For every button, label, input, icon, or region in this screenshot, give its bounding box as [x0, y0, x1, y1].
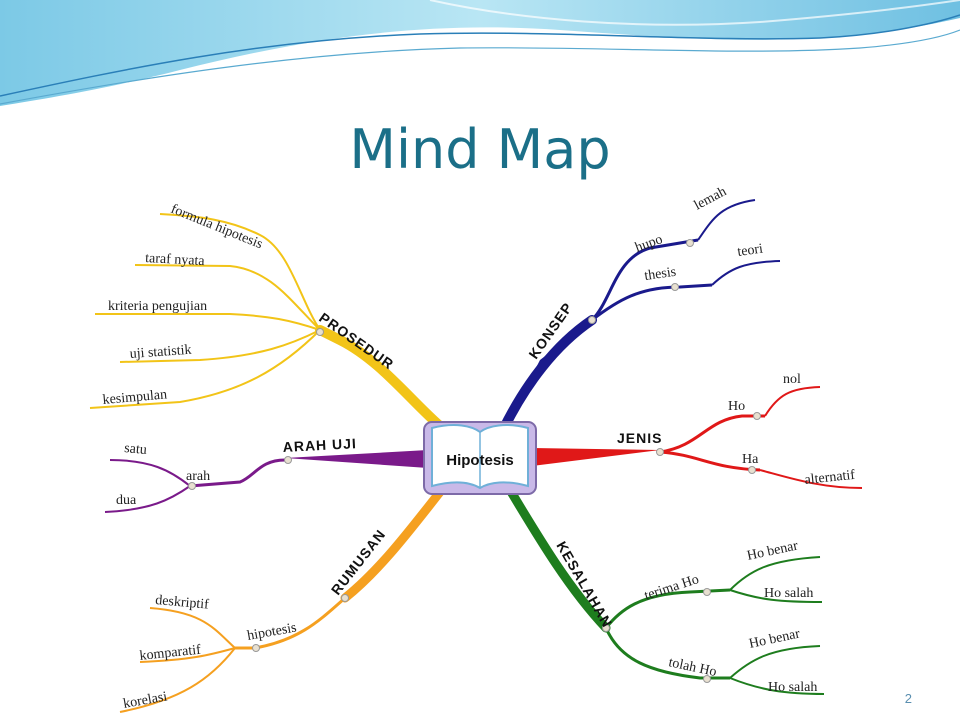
center-label: Hipotesis	[446, 452, 514, 469]
prosedur-uji-statistik: uji statistik	[129, 343, 192, 362]
kesalahan-terima-ho-salah: Ho salah	[764, 586, 813, 601]
page-number: 2	[904, 691, 912, 706]
jenis-ha: Ha	[742, 452, 759, 467]
prosedur-formula-hipotesis: formula hipotesis	[169, 202, 265, 252]
branch-arah-uji: ARAH UJI arah satu dua	[104, 435, 428, 513]
jenis-nol: nol	[783, 372, 801, 387]
konsep-teori: teori	[736, 242, 764, 260]
branch-prosedur: PROSEDUR formula hipotesis taraf nyata k…	[89, 202, 445, 431]
slide-title: Mind Map	[349, 118, 611, 181]
kesalahan-tolah-ho-salah: Ho salah	[768, 680, 817, 695]
header-wave	[0, 0, 960, 106]
kesalahan-label: KESALAHAN	[553, 539, 615, 631]
rumusan-korelasi: korelasi	[122, 689, 168, 711]
arah-uji-dua: dua	[116, 493, 137, 508]
jenis-alternatif: alternatif	[804, 468, 856, 488]
rumusan-deskriptif: deskriptif	[155, 593, 210, 613]
konsep-thesis: thesis	[643, 265, 677, 284]
prosedur-label: PROSEDUR	[316, 309, 397, 372]
jenis-label: JENIS	[617, 430, 662, 446]
konsep-hupo: hupo	[633, 232, 664, 256]
jenis-ho: Ho	[728, 399, 745, 414]
arah-uji-arah: arah	[186, 469, 210, 484]
prosedur-taraf-nyata: taraf nyata	[145, 251, 206, 269]
konsep-lemah: lemah	[692, 184, 729, 213]
kesalahan-terima-ho: terima Ho	[643, 572, 701, 604]
arah-uji-satu: satu	[124, 441, 148, 458]
rumusan-hipotesis: hipotesis	[246, 621, 298, 644]
branch-kesalahan: KESALAHAN terima Ho tolah Ho Ho benar Ho…	[505, 485, 825, 695]
arah-uji-label: ARAH UJI	[282, 435, 357, 455]
branch-jenis: JENIS Ho Ha nol alternatif	[532, 372, 863, 489]
rumusan-komparatif: komparatif	[139, 643, 202, 664]
center-node: Hipotesis	[423, 421, 537, 495]
prosedur-kesimpulan: kesimpulan	[102, 387, 168, 408]
prosedur-kriteria-pengujian: kriteria pengujian	[108, 299, 207, 314]
branch-konsep: KONSEP hupo thesis lemah teori	[498, 184, 781, 435]
branch-rumusan: RUMUSAN hipotesis deskriptif komparatif …	[119, 487, 445, 713]
